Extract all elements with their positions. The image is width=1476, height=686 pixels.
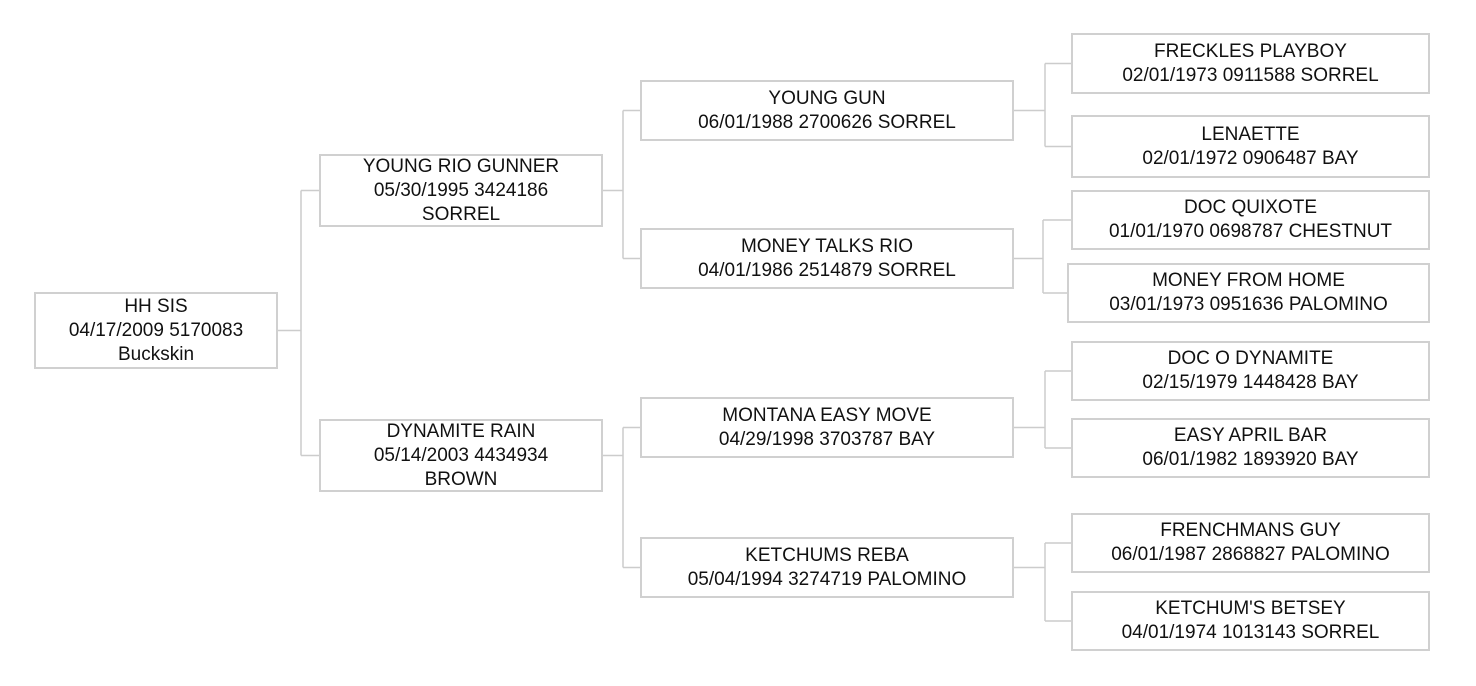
horse-node-doc-o-dynamite: DOC O DYNAMITE 02/15/1979 1448428 BAY [1071, 341, 1430, 401]
horse-info: 01/01/1970 0698787 CHESTNUT [1108, 221, 1393, 242]
horse-color: BROWN [424, 468, 498, 490]
horse-node-doc-quixote: DOC QUIXOTE 01/01/1970 0698787 CHESTNUT [1071, 190, 1430, 250]
horse-name: DYNAMITE RAIN [386, 420, 536, 442]
horse-node-money-talks-rio: MONEY TALKS RIO 04/01/1986 2514879 SORRE… [640, 228, 1014, 289]
horse-name: FRECKLES PLAYBOY [1154, 40, 1347, 62]
horse-node-ketchums-betsey: KETCHUM'S BETSEY 04/01/1974 1013143 SORR… [1071, 591, 1430, 651]
horse-info: 04/01/1974 1013143 SORREL [1121, 622, 1380, 643]
horse-name: YOUNG RIO GUNNER [362, 155, 560, 177]
horse-color: Buckskin [117, 343, 195, 365]
horse-name: YOUNG GUN [768, 87, 886, 109]
horse-info: 04/17/2009 5170083 [68, 319, 244, 341]
horse-node-hh-sis: HH SIS 04/17/2009 5170083 Buckskin [34, 292, 278, 369]
horse-name: EASY APRIL BAR [1173, 425, 1328, 446]
horse-node-money-from-home: MONEY FROM HOME 03/01/1973 0951636 PALOM… [1067, 263, 1430, 323]
horse-node-young-gun: YOUNG GUN 06/01/1988 2700626 SORREL [640, 80, 1014, 141]
horse-info: 05/30/1995 3424186 [373, 179, 549, 201]
horse-node-easy-april-bar: EASY APRIL BAR 06/01/1982 1893920 BAY [1071, 418, 1430, 478]
horse-node-freckles-playboy: FRECKLES PLAYBOY 02/01/1973 0911588 SORR… [1071, 33, 1430, 94]
horse-info: 06/01/1988 2700626 SORREL [698, 111, 956, 133]
horse-name: KETCHUM'S BETSEY [1155, 598, 1346, 619]
horse-name: HH SIS [124, 295, 188, 317]
horse-name: DOC O DYNAMITE [1167, 348, 1334, 369]
horse-node-ketchums-reba: KETCHUMS REBA 05/04/1994 3274719 PALOMIN… [640, 537, 1014, 598]
horse-info: 02/01/1973 0911588 SORREL [1122, 64, 1379, 86]
horse-info: 04/01/1986 2514879 SORREL [698, 259, 956, 281]
horse-name: MONEY FROM HOME [1152, 270, 1345, 291]
horse-node-lenaette: LENAETTE 02/01/1972 0906487 BAY [1071, 115, 1430, 178]
horse-name: DOC QUIXOTE [1183, 197, 1317, 218]
horse-color: SORREL [421, 203, 501, 225]
horse-name: FRENCHMANS GUY [1160, 520, 1341, 541]
horse-info: 06/01/1987 2868827 PALOMINO [1111, 544, 1390, 565]
horse-info: 03/01/1973 0951636 PALOMINO [1109, 294, 1388, 315]
horse-node-young-rio-gunner: YOUNG RIO GUNNER 05/30/1995 3424186 SORR… [319, 154, 603, 227]
horse-info: 02/01/1972 0906487 BAY [1142, 147, 1359, 169]
horse-info: 05/14/2003 4434934 [373, 444, 549, 466]
horse-name: MONTANA EASY MOVE [722, 404, 932, 426]
horse-info: 04/29/1998 3703787 BAY [718, 428, 936, 450]
horse-node-montana-easy-move: MONTANA EASY MOVE 04/29/1998 3703787 BAY [640, 397, 1014, 458]
horse-name: LENAETTE [1201, 123, 1300, 145]
horse-name: MONEY TALKS RIO [740, 235, 914, 257]
horse-node-frenchmans-guy: FRENCHMANS GUY 06/01/1987 2868827 PALOMI… [1071, 513, 1430, 573]
horse-node-dynamite-rain: DYNAMITE RAIN 05/14/2003 4434934 BROWN [319, 419, 603, 492]
horse-info: 06/01/1982 1893920 BAY [1142, 449, 1359, 470]
horse-info: 02/15/1979 1448428 BAY [1142, 372, 1359, 393]
horse-name: KETCHUMS REBA [745, 544, 909, 566]
horse-info: 05/04/1994 3274719 PALOMINO [687, 568, 967, 590]
